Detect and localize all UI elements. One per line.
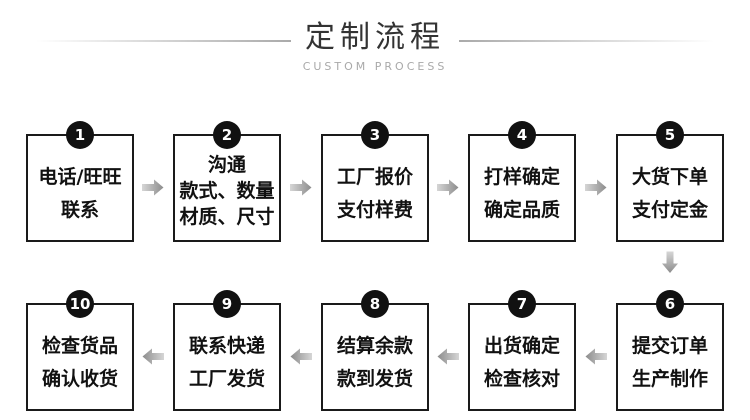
arrow-right-icon	[437, 179, 459, 196]
page-title: 定制流程	[305, 20, 445, 55]
step-box-1: 1 电话/旺旺 联系	[26, 121, 134, 242]
step-box-9: 9 联系快递 工厂发货	[173, 290, 281, 411]
step-box-4: 4 打样确定 确定品质	[468, 121, 576, 242]
arrow-right-icon	[142, 179, 164, 196]
step-number-badge: 1	[66, 121, 94, 149]
step-box-7: 7 出货确定 检查核对	[468, 290, 576, 411]
step-number-badge: 9	[213, 290, 241, 318]
arrow-left-icon	[437, 348, 459, 365]
step-label: 结算余款 款到发货	[336, 335, 413, 390]
step-number-badge: 10	[66, 290, 94, 318]
step-label: 出货确定 检查核对	[483, 335, 560, 390]
step-label: 打样确定 确定品质	[483, 166, 560, 221]
arrow-left-icon	[142, 348, 164, 365]
step-box-8: 8 结算余款 款到发货	[321, 290, 429, 411]
arrow-down-icon	[662, 251, 678, 273]
step-number-badge: 3	[361, 121, 389, 149]
step-label: 沟通 款式、数量 材质、尺寸	[179, 154, 275, 228]
step-box-10: 10 检查货品 确认收货	[26, 290, 134, 411]
title-left-divider	[36, 40, 291, 42]
arrow-right-icon	[585, 179, 607, 196]
step-number-badge: 7	[508, 290, 536, 318]
step-label: 电话/旺旺 联系	[38, 166, 122, 221]
step-number-badge: 4	[508, 121, 536, 149]
step-label: 工厂报价 支付样费	[336, 166, 413, 221]
step-label: 提交订单 生产制作	[631, 335, 708, 390]
arrow-right-icon	[290, 179, 312, 196]
step-number-badge: 8	[361, 290, 389, 318]
step-box-5: 5 大货下单 支付定金	[616, 121, 724, 242]
step-number-badge: 6	[656, 290, 684, 318]
header: 定制流程 CUSTOM PROCESS	[0, 12, 750, 73]
step-label: 大货下单 支付定金	[631, 166, 708, 221]
step-number-badge: 2	[213, 121, 241, 149]
arrow-left-icon	[585, 348, 607, 365]
arrow-left-icon	[290, 348, 312, 365]
step-number-badge: 5	[656, 121, 684, 149]
step-box-6: 6 提交订单 生产制作	[616, 290, 724, 411]
step-box-3: 3 工厂报价 支付样费	[321, 121, 429, 242]
page-subtitle: CUSTOM PROCESS	[302, 60, 448, 73]
step-label: 联系快递 工厂发货	[188, 335, 265, 390]
title-right-divider	[459, 40, 714, 42]
step-box-2: 2 沟通 款式、数量 材质、尺寸	[173, 121, 281, 242]
step-label: 检查货品 确认收货	[41, 335, 118, 390]
